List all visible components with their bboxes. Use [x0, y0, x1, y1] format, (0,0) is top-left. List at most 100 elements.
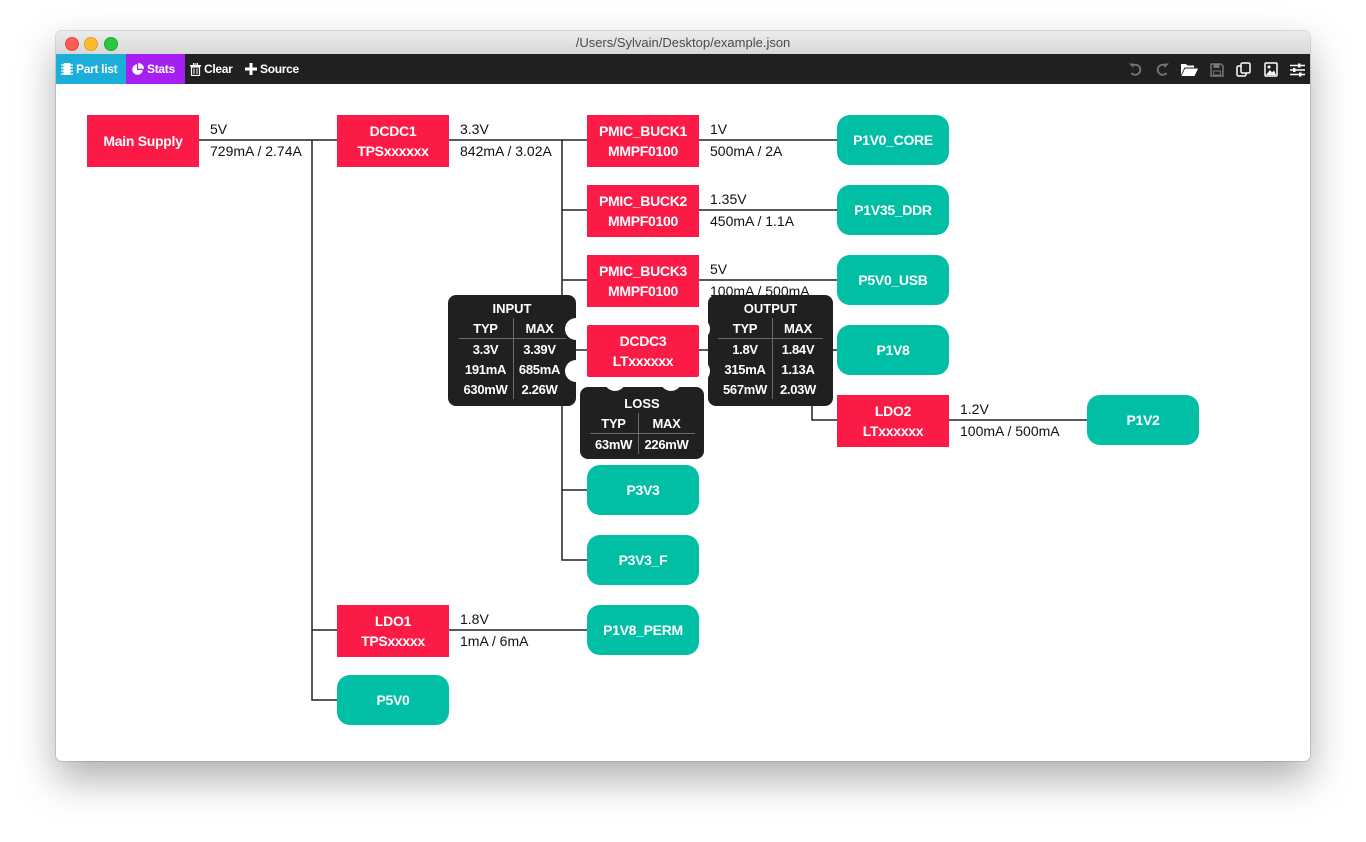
rail-title: P3V3 [626, 482, 660, 498]
col-max: MAX [772, 318, 823, 339]
rail-title: P5V0 [376, 692, 410, 708]
edge-voltage-pmic-buck2: 1.35V [710, 191, 747, 207]
edge-voltage-main-supply: 5V [210, 121, 228, 137]
source-label: Source [260, 62, 299, 76]
rail-title: P1V0_CORE [853, 132, 933, 148]
image-icon[interactable] [1262, 61, 1279, 78]
node-part: LTxxxxxx [862, 423, 924, 439]
output-power-max: 2.03W [779, 381, 817, 397]
edge-current-pmic-buck2: 450mA / 1.1A [710, 213, 795, 229]
part-list-label: Part list [76, 62, 118, 76]
tooltip-notch [565, 360, 587, 382]
redo-icon[interactable] [1154, 61, 1171, 78]
edge-voltage-ldo2: 1.2V [960, 401, 989, 417]
pie-chart-icon [131, 62, 144, 76]
tooltip-title: LOSS [624, 396, 660, 411]
node-title: LDO2 [874, 403, 912, 419]
node-title: PMIC_BUCK3 [598, 263, 687, 279]
col-max: MAX [638, 413, 695, 434]
rail-p1v8[interactable]: P1V8 [837, 325, 949, 375]
node-title: LDO1 [374, 613, 412, 629]
add-source-button[interactable]: Source [240, 54, 310, 84]
edge-voltage-dcdc1: 3.3V [460, 121, 489, 137]
col-typ: TYP [458, 318, 514, 339]
node-title: PMIC_BUCK1 [598, 123, 687, 139]
close-window-button[interactable] [65, 37, 79, 51]
stats-label: Stats [147, 62, 175, 76]
edge-current-dcdc1: 842mA / 3.02A [460, 143, 552, 159]
edge-current-main-supply: 729mA / 2.74A [210, 143, 302, 159]
rail-p3v3-f[interactable]: P3V3_F [587, 535, 699, 585]
edge-voltage-pmic-buck1: 1V [710, 121, 728, 137]
col-typ: TYP [718, 318, 773, 339]
rail-p3v3[interactable]: P3V3 [587, 465, 699, 515]
stats-button[interactable]: Stats [126, 54, 185, 84]
node-title: DCDC3 [619, 333, 667, 349]
loss-max: 226mW [644, 436, 689, 452]
rail-p5v0-usb[interactable]: P5V0_USB [837, 255, 949, 305]
node-pmic-buck2[interactable]: PMIC_BUCK2 MMPF0100 [587, 185, 699, 237]
undo-icon[interactable] [1127, 61, 1144, 78]
window-title: /Users/Sylvain/Desktop/example.json [575, 35, 791, 50]
node-part: MMPF0100 [608, 213, 678, 229]
rail-title: P1V8_PERM [603, 622, 683, 638]
node-main-supply[interactable]: Main Supply [87, 115, 199, 167]
input-current-max: 685mA [518, 361, 561, 377]
diagram-canvas: Main Supply DCDC1 TPSxxxxxx PMIC_BUCK1 M… [56, 84, 1310, 761]
rail-title: P1V2 [1126, 412, 1160, 428]
edge-current-ldo2: 100mA / 500mA [960, 423, 1060, 439]
copy-icon[interactable] [1235, 61, 1252, 78]
edge-voltage-pmic-buck3: 5V [710, 261, 728, 277]
toolbar: Part list Stats Clear Source [56, 54, 1310, 84]
clear-button[interactable]: Clear [185, 54, 238, 84]
node-ldo2[interactable]: LDO2 LTxxxxxx [837, 395, 949, 447]
settings-sliders-icon[interactable] [1289, 61, 1306, 78]
rail-title: P1V35_DDR [854, 202, 932, 218]
edge-current-pmic-buck1: 500mA / 2A [710, 143, 783, 159]
rail-p1v0-core[interactable]: P1V0_CORE [837, 115, 949, 165]
app-window: /Users/Sylvain/Desktop/example.json Part… [56, 31, 1310, 761]
folder-open-icon[interactable] [1181, 61, 1198, 78]
title-bar: /Users/Sylvain/Desktop/example.json [56, 31, 1310, 55]
node-pmic-buck1[interactable]: PMIC_BUCK1 MMPF0100 [587, 115, 699, 167]
loss-typ: 63mW [589, 433, 639, 454]
node-title: PMIC_BUCK2 [598, 193, 687, 209]
maximize-window-button[interactable] [104, 37, 118, 51]
minimize-window-button[interactable] [84, 37, 98, 51]
node-part: TPSxxxxx [361, 633, 425, 649]
edge-voltage-ldo1: 1.8V [460, 611, 489, 627]
input-current-typ: 191mA [458, 359, 514, 379]
node-pmic-buck3[interactable]: PMIC_BUCK3 MMPF0100 [587, 255, 699, 307]
plus-icon [245, 63, 257, 75]
tooltip-title: INPUT [492, 301, 532, 316]
part-list-button[interactable]: Part list [56, 54, 126, 84]
rail-p1v35-ddr[interactable]: P1V35_DDR [837, 185, 949, 235]
rail-p1v2[interactable]: P1V2 [1087, 395, 1199, 445]
trash-icon [190, 62, 201, 76]
output-current-typ: 315mA [718, 359, 773, 379]
tooltip-notch [565, 318, 587, 340]
node-part: TPSxxxxxx [357, 143, 429, 159]
rail-p5v0[interactable]: P5V0 [337, 675, 449, 725]
chip-icon [61, 62, 73, 76]
node-ldo1[interactable]: LDO1 TPSxxxxx [337, 605, 449, 657]
rail-p1v8-perm[interactable]: P1V8_PERM [587, 605, 699, 655]
node-title: Main Supply [103, 133, 183, 149]
node-dcdc3[interactable]: DCDC3 LTxxxxxx [587, 325, 699, 377]
input-power-max: 2.26W [521, 381, 558, 397]
node-part: MMPF0100 [608, 283, 678, 299]
input-voltage-typ: 3.3V [458, 338, 514, 359]
node-dcdc1[interactable]: DCDC1 TPSxxxxxx [337, 115, 449, 167]
connector-trunk-main [311, 140, 337, 701]
node-part: MMPF0100 [608, 143, 678, 159]
rail-title: P1V8 [876, 342, 910, 358]
save-icon[interactable] [1208, 61, 1225, 78]
clear-label: Clear [204, 62, 233, 76]
col-typ: TYP [589, 413, 639, 434]
